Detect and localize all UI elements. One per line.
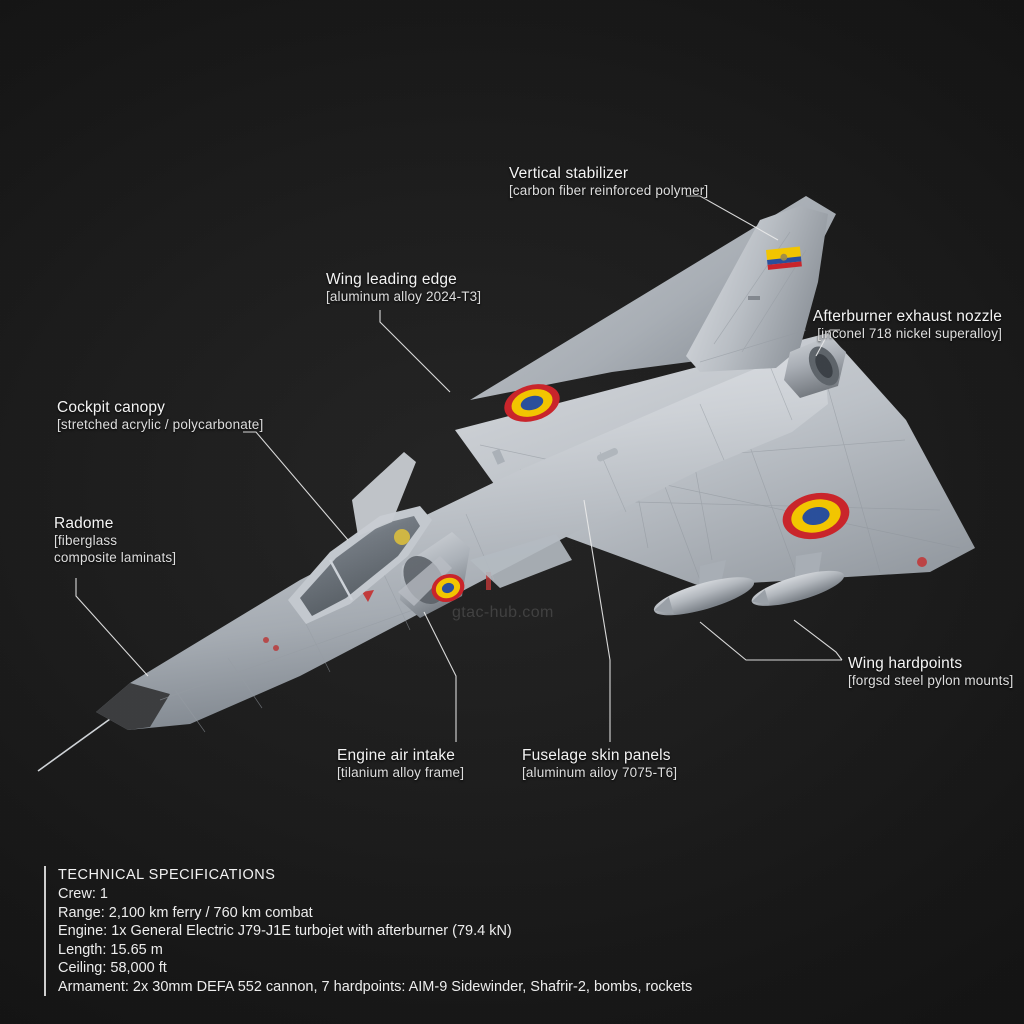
drop-tank-outer xyxy=(751,570,845,606)
canopy-glass xyxy=(300,516,420,616)
callout-material-line2: composite laminats] xyxy=(54,549,177,565)
callout-title: Radome xyxy=(54,515,114,532)
callout-title: Wing hardpoints xyxy=(848,655,963,672)
fuselage-marking xyxy=(273,645,279,651)
callout-cockpit-canopy: Cockpit canopy [stretched acrylic / poly… xyxy=(57,399,263,434)
wingtip-light xyxy=(917,557,927,567)
callout-material: [carbon fiber reinforced polymer] xyxy=(509,183,709,198)
canopy-bow xyxy=(328,559,354,601)
dorsal-antenna xyxy=(596,448,618,462)
callout-material: [aluminum alloy 2024-T3] xyxy=(326,289,482,304)
specs-row-ceiling: Ceiling: 58,000 ft xyxy=(58,960,167,976)
watermark: gtac-hub.com xyxy=(452,604,554,621)
roundel-fuselage xyxy=(431,573,465,603)
callout-title: Vertical stabilizer xyxy=(509,165,629,182)
callout-fuselage-skin-panels: Fuselage skin panels [aluminum ailoy 707… xyxy=(522,747,677,782)
callout-material: [inconel 718 nickel superalloy] xyxy=(817,326,1002,341)
callout-title: Cockpit canopy xyxy=(57,399,166,416)
drop-tank-inner xyxy=(653,577,755,616)
fuselage-roundel-small xyxy=(394,529,410,545)
callout-material: [aluminum ailoy 7075-T6] xyxy=(522,765,678,780)
callout-title: Wing leading edge xyxy=(326,271,457,288)
roundel-wing-left xyxy=(504,384,560,422)
callout-wing-hardpoints: Wing hardpoints [forgsd steel pylon moun… xyxy=(848,655,1013,690)
specs-row-crew: Crew: 1 xyxy=(58,886,108,902)
callout-title: Fuselage skin panels xyxy=(522,747,671,764)
callout-material: [forgsd steel pylon mounts] xyxy=(848,673,1014,688)
callout-vertical-stabilizer: Vertical stabilizer [carbon fiber reinfo… xyxy=(509,165,708,200)
callout-wing-leading-edge: Wing leading edge [aluminum alloy 2024-T… xyxy=(326,271,481,306)
callout-material: [tilanium alloy frame] xyxy=(337,765,465,780)
roundel-wing-right xyxy=(782,492,850,540)
tail-flag-ecuador xyxy=(766,246,802,270)
radome xyxy=(96,683,170,730)
callout-material: [fiberglass xyxy=(54,533,118,548)
fin-vent xyxy=(748,296,760,300)
callout-title: Engine air intake xyxy=(337,747,456,764)
blade-antenna xyxy=(491,448,506,465)
specs-row-range: Range: 2,100 km ferry / 760 km combat xyxy=(58,904,313,921)
fuselage-stencil xyxy=(486,572,491,590)
ventral-fin xyxy=(470,534,572,588)
specs-row-length: Length: 15.65 m xyxy=(58,941,163,958)
fuselage xyxy=(96,350,828,730)
specs-heading: TECHNICAL SPECIFICATIONS xyxy=(58,867,276,883)
intake-splitter xyxy=(398,556,452,606)
callout-title: Afterburner exhaust nozzle xyxy=(812,308,1002,325)
specs-row-engine: Engine: 1x General Electric J79-J1E turb… xyxy=(58,923,512,939)
canard-strake xyxy=(352,452,416,536)
fuselage-marking xyxy=(263,637,269,643)
nozzle-inner xyxy=(815,354,833,378)
callout-radome: Radome [fiberglass composite laminats] xyxy=(54,515,176,566)
callout-engine-air-intake: Engine air intake [tilanium alloy frame] xyxy=(337,747,464,782)
specs-row-armament: Armament: 2x 30mm DEFA 552 cannon, 7 har… xyxy=(58,978,693,995)
callout-material: [stretched acrylic / polycarbonate] xyxy=(57,417,264,432)
wing-right xyxy=(470,196,836,400)
callout-afterburner-exhaust-nozzle: Afterburner exhaust nozzle [inconel 718 … xyxy=(813,308,1002,343)
warning-triangle xyxy=(362,590,374,602)
technical-specifications: TECHNICAL SPECIFICATIONS Crew: 1 Range: … xyxy=(44,866,692,996)
